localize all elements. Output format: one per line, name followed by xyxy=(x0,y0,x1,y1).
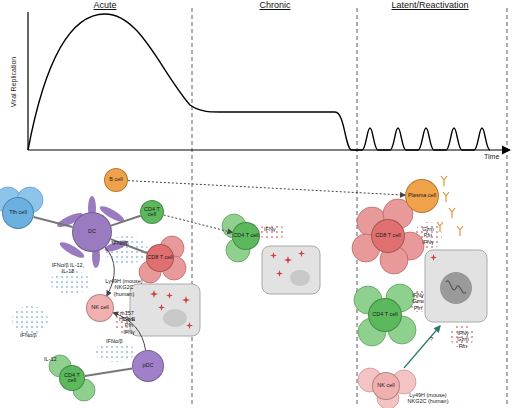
cell-node: pDC xyxy=(132,350,164,382)
connector xyxy=(85,368,132,375)
connector xyxy=(113,313,145,351)
phase-heading: Latent/Reactivation xyxy=(392,0,469,10)
cell-label: CD4 T cell xyxy=(372,312,397,318)
annotation-label: IFNγ Gzm Pfn xyxy=(455,330,471,349)
cell-node: DC xyxy=(72,212,112,252)
cell-node: B cell xyxy=(104,168,128,192)
annotation-label: IFNγ xyxy=(264,226,276,232)
cell-label: Plasma cell xyxy=(408,193,436,199)
annotation-label: Gzm Pfn IFNγ xyxy=(121,316,137,335)
annotation-label: Time xyxy=(484,153,499,161)
cell-node: NK cell xyxy=(86,294,114,322)
cell-node: CD8 T cell xyxy=(371,219,405,253)
annotation-label: IFNγ Gzm Pfn xyxy=(410,292,426,311)
cell-label: B cell xyxy=(109,177,122,183)
annotation-label: IL-12 xyxy=(44,356,57,362)
connector xyxy=(111,239,147,253)
cell-label: DC xyxy=(88,229,96,235)
cell-node: CD4 T cell xyxy=(232,222,260,250)
cell-label: CD4 T cell xyxy=(141,207,163,218)
connector xyxy=(128,181,405,195)
annotation-label: Ly49H (mouse) NKG2C (human) xyxy=(104,278,144,297)
annotation-label: Gzm Pfn IFNγ xyxy=(420,226,436,245)
connector xyxy=(33,217,72,227)
cell-node: CD4 T cell xyxy=(368,298,402,332)
cell-node: NK cell xyxy=(372,372,400,400)
cell-label: CD4 T cell xyxy=(60,373,84,384)
cell-node: CD4 T cell xyxy=(59,365,85,391)
cell-node: Plasma cell xyxy=(405,179,439,213)
cell-label: CD8 T cell xyxy=(147,255,172,261)
phase-heading: Acute xyxy=(94,0,117,10)
connector xyxy=(105,247,114,296)
annotation-label: ? xyxy=(430,336,433,342)
annotation-label: IFNα/β IL-12, IL-18 xyxy=(48,262,88,275)
annotation-label: IFNα/β xyxy=(106,338,123,344)
annotation-label: IFNα/β xyxy=(112,240,129,246)
annotation-label: Ly49H (mouse) NKG2C (human) xyxy=(404,392,452,405)
cell-label: NK cell xyxy=(91,305,108,311)
cell-label: NK cell xyxy=(377,383,394,389)
cell-label: CD4 T cell xyxy=(233,233,258,239)
cell-label: pDC xyxy=(142,363,153,369)
cell-label: Tfh cell xyxy=(9,210,27,216)
annotation-label: IFNα/β xyxy=(20,332,37,338)
phase-heading: Chronic xyxy=(260,0,291,10)
cell-node: Tfh cell xyxy=(2,197,34,229)
cell-node: CD4 T cell xyxy=(140,200,164,224)
axis-title: Viral Replication xyxy=(10,57,18,107)
cell-node: CD8 T cell xyxy=(146,244,174,272)
connector xyxy=(111,216,141,226)
connector xyxy=(164,215,233,233)
cell-label: CD8 T cell xyxy=(375,233,400,239)
